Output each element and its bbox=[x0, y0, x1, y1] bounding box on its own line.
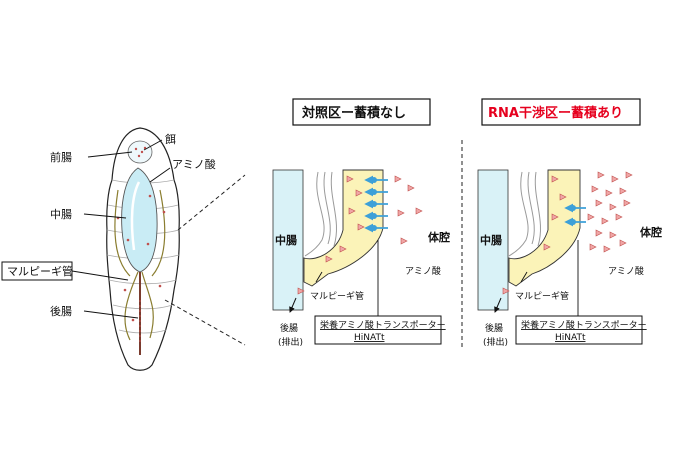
panel-rnai-hindgut-label: 後腸 bbox=[485, 322, 503, 334]
panel-control-midgut-label: 中腸 bbox=[275, 233, 297, 247]
panel-control-transporter-box bbox=[314, 315, 442, 345]
panel-rnai-title: RNA干渉区ー蓄積あり bbox=[488, 105, 623, 121]
larva-diagram: 前腸 餌 アミノ酸 中腸 マルピーギ管 後腸 bbox=[1, 127, 246, 371]
larva-malpighian-tubules bbox=[114, 189, 166, 341]
panel-control-excretion-label: (排出) bbox=[278, 336, 303, 348]
panel-control-transporters bbox=[364, 175, 388, 233]
larva-label-malpighian: マルピーギ管 bbox=[7, 264, 73, 278]
panel-rnai-transporters bbox=[564, 203, 586, 227]
larva-label-foregut: 前腸 bbox=[50, 150, 72, 164]
panel-rnai-midgut-label: 中腸 bbox=[480, 233, 502, 247]
panel-rnai-title-box bbox=[481, 98, 641, 126]
panel-control-title-box bbox=[292, 98, 431, 126]
panel-rnai-excretion-label: (排出) bbox=[483, 336, 508, 348]
panel-rnai-tubule bbox=[508, 169, 581, 287]
panel-rnai-transporter-line1: 栄養アミノ酸トランスポーター bbox=[521, 319, 647, 331]
panel-rnai-malpighian-label: マルピーギ管 bbox=[515, 290, 569, 302]
panel-control-amino-label: アミノ酸 bbox=[405, 266, 441, 277]
panel-rnai-body-cavity: 体腔 bbox=[640, 225, 662, 239]
panel-control-midgut bbox=[272, 169, 304, 311]
larva-label-amino: アミノ酸 bbox=[172, 157, 216, 171]
panel-control-body-cavity: 体腔 bbox=[428, 230, 450, 244]
panel-control-transporter-line2: HiNATt bbox=[354, 333, 385, 343]
panel-rnai-midgut bbox=[477, 169, 509, 311]
panel-control-hindgut-label: 後腸 bbox=[280, 322, 298, 334]
panel-rnai-transporter-box bbox=[515, 315, 643, 345]
panel-control: 対照区ー蓄積なし 中腸 体腔 アミノ酸 マルピー bbox=[272, 98, 450, 348]
panel-control-transporter-line1: 栄養アミノ酸トランスポーター bbox=[320, 319, 446, 331]
panel-rnai-amino-label: アミノ酸 bbox=[608, 266, 644, 277]
panel-control-title: 対照区ー蓄積なし bbox=[301, 105, 406, 121]
larva-label-midgut: 中腸 bbox=[50, 208, 72, 221]
panel-rnai-transporter-line2: HiNATt bbox=[555, 333, 586, 343]
larva-label-food: 餌 bbox=[165, 132, 176, 146]
larva-label-hindgut: 後腸 bbox=[50, 304, 72, 318]
panel-rnai: RNA干渉区ー蓄積あり 中腸 体腔 アミノ酸 マルピーギ管 後腸 bbox=[477, 98, 662, 348]
panel-control-amino-acids bbox=[297, 175, 423, 295]
panel-rnai-amino-acids bbox=[502, 171, 633, 295]
panel-control-malpighian-label: マルピーギ管 bbox=[310, 290, 364, 302]
